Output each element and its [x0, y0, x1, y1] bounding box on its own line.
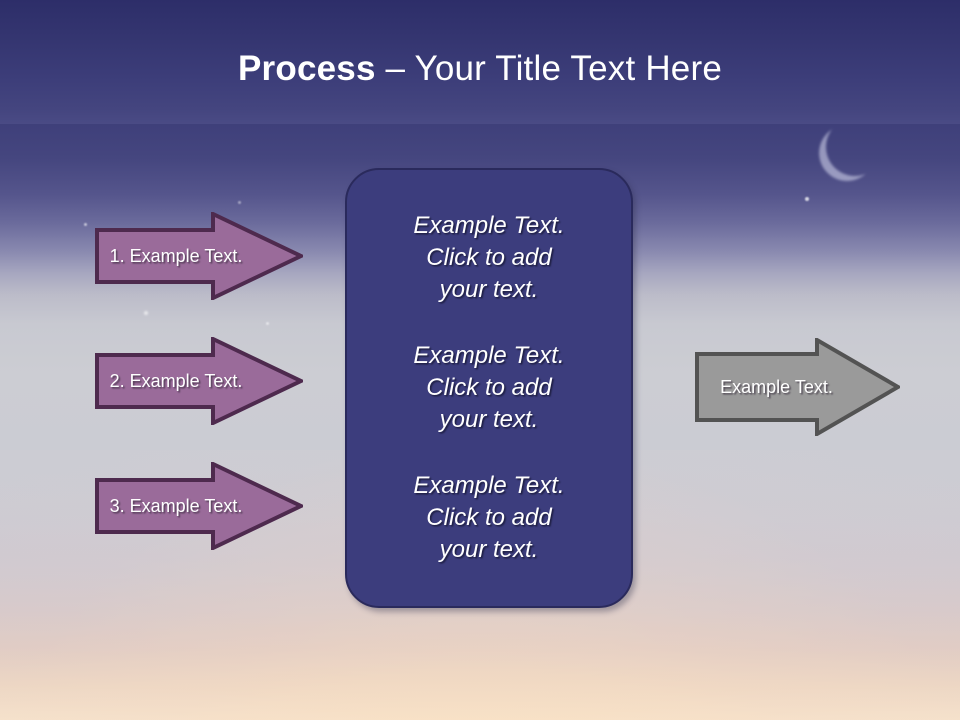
title-band: [0, 0, 960, 124]
step-arrow-2[interactable]: 2. Example Text.: [95, 337, 303, 425]
step-arrow-3[interactable]: 3. Example Text.: [95, 462, 303, 550]
result-arrow[interactable]: Example Text.: [695, 338, 900, 436]
arrow-right-icon: [695, 338, 900, 436]
slide-title-strong: Process: [238, 49, 376, 88]
step-arrow-3-label: 3. Example Text.: [109, 496, 243, 516]
slide-title-rest: – Your Title Text Here: [375, 49, 722, 88]
slide-title: Process – Your Title Text Here: [0, 48, 960, 90]
center-text-block-3: Example Text. Click to add your text.: [413, 472, 565, 563]
arrow-right-icon: [95, 337, 303, 425]
step-arrow-1-label: 1. Example Text.: [109, 246, 243, 266]
arrow-right-icon: [95, 462, 303, 550]
step-arrow-1[interactable]: 1. Example Text.: [95, 212, 303, 300]
arrow-right-icon: [95, 212, 303, 300]
center-content-box[interactable]: Example Text. Click to add your text. Ex…: [345, 168, 633, 608]
result-arrow-label: Example Text.: [720, 377, 833, 397]
center-text-block-2: Example Text. Click to add your text.: [413, 342, 565, 433]
center-text-block-1: Example Text. Click to add your text.: [413, 212, 565, 303]
step-arrow-2-label: 2. Example Text.: [109, 371, 243, 391]
